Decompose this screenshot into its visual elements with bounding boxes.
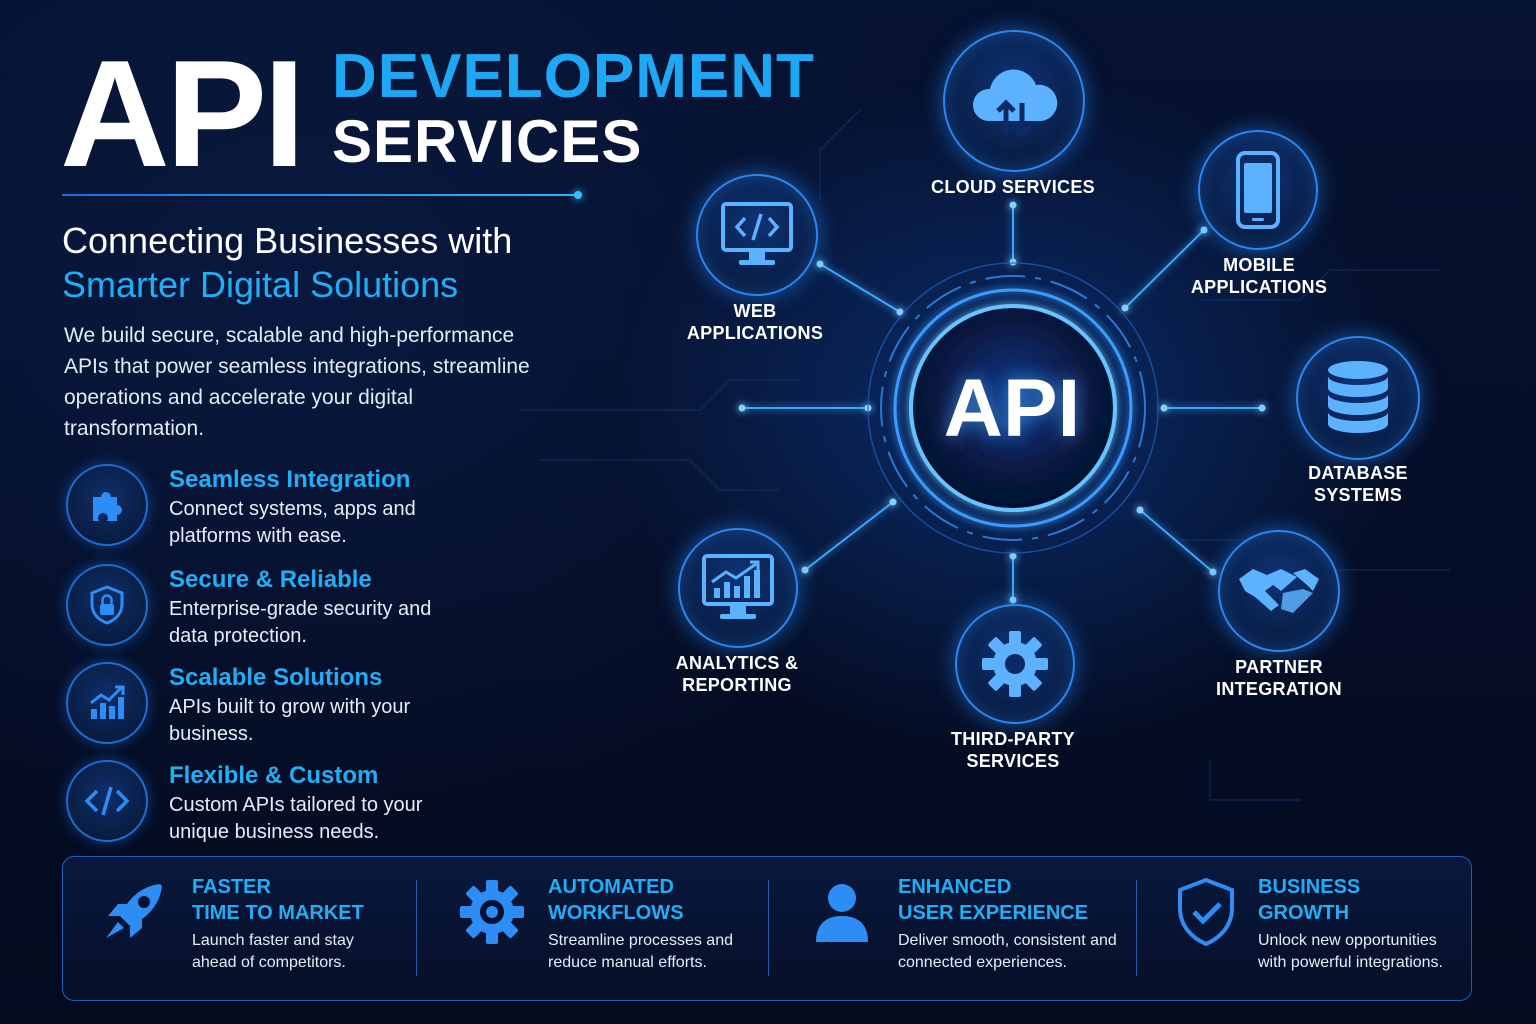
gear-icon <box>460 880 524 944</box>
node-label-database-systems: DATABASE SYSTEMS <box>1308 463 1408 505</box>
title-api: API <box>60 29 305 199</box>
benefit-description: Unlock new opportunities with powerful i… <box>1258 932 1443 971</box>
connector-nodes <box>738 201 1266 604</box>
node-label-mobile-applications: MOBILE APPLICATIONS <box>1190 255 1328 297</box>
node-partner-integration <box>1218 530 1340 652</box>
feature-secure-reliable: Secure & Reliable Enterprise-grade secur… <box>66 564 506 656</box>
node-cloud-services <box>943 30 1085 172</box>
benefit-faster-time-to-market: FASTER TIME TO MARKET Launch faster and … <box>98 870 398 995</box>
shield-lock-icon <box>66 564 148 646</box>
node-web-applications <box>696 174 818 296</box>
title-divider <box>62 194 576 196</box>
intro-paragraph: We build secure, scalable and high-perfo… <box>64 324 530 440</box>
benefit-divider <box>416 880 417 976</box>
database-icon <box>1328 361 1388 433</box>
feature-title: Flexible & Custom <box>169 762 379 789</box>
circuit-traces <box>520 109 1450 801</box>
benefit-description: Streamline processes and reduce manual e… <box>548 932 733 971</box>
node-label-cloud-services: CLOUD SERVICES <box>931 177 1095 197</box>
benefit-title: FASTER TIME TO MARKET <box>192 876 364 924</box>
analytics-monitor-icon <box>702 554 774 619</box>
benefit-automated-workflows: AUTOMATED WORKFLOWS Streamline processes… <box>456 870 756 995</box>
feature-description: APIs built to grow with your business. <box>169 696 411 745</box>
node-label-third-party-services: THIRD-PARTY SERVICES <box>951 729 1075 771</box>
node-database-systems <box>1296 336 1420 460</box>
benefit-title: ENHANCED USER EXPERIENCE <box>898 876 1089 924</box>
benefit-title: AUTOMATED WORKFLOWS <box>548 876 684 924</box>
title-divider-dot <box>574 191 582 199</box>
benefit-enhanced-user-experience: ENHANCED USER EXPERIENCE Deliver smooth,… <box>806 870 1126 995</box>
benefit-description: Launch faster and stay ahead of competit… <box>192 932 354 971</box>
handshake-icon <box>1239 569 1319 613</box>
user-icon <box>816 884 868 942</box>
title-services: SERVICES <box>332 108 643 175</box>
node-third-party-services <box>955 604 1075 724</box>
benefit-divider <box>768 880 769 976</box>
feature-flexible-custom: Flexible & Custom Custom APIs tailored t… <box>66 760 506 852</box>
feature-title: Seamless Integration <box>169 466 411 493</box>
code-monitor-icon <box>721 202 793 265</box>
node-analytics-reporting <box>678 528 798 648</box>
api-core-rings <box>867 262 1159 554</box>
feature-seamless-integration: Seamless Integration Connect systems, ap… <box>66 464 506 556</box>
gear-icon <box>982 631 1048 697</box>
feature-title: Secure & Reliable <box>169 566 372 593</box>
feature-title: Scalable Solutions <box>169 664 383 691</box>
subtitle-line-2: Smarter Digital Solutions <box>62 264 459 305</box>
puzzle-icon <box>66 464 148 546</box>
feature-description: Enterprise-grade security and data prote… <box>169 598 432 647</box>
rocket-icon <box>106 884 162 938</box>
growth-chart-icon <box>66 662 148 744</box>
api-core-label: API <box>943 363 1081 454</box>
title-development: DEVELOPMENT <box>332 42 815 111</box>
shield-check-icon <box>1178 877 1234 947</box>
benefits-panel <box>62 856 1472 1001</box>
node-label-analytics-reporting: ANALYTICS & REPORTING <box>675 653 799 695</box>
benefit-business-growth: BUSINESS GROWTH Unlock new opportunities… <box>1170 870 1466 995</box>
hub-connectors <box>742 205 1262 600</box>
feature-scalable-solutions: Scalable Solutions APIs built to grow wi… <box>66 662 506 754</box>
node-label-partner-integration: PARTNER INTEGRATION <box>1216 657 1342 699</box>
node-mobile-applications <box>1198 130 1318 250</box>
cloud-sync-icon <box>972 69 1058 139</box>
feature-description: Custom APIs tailored to your unique busi… <box>169 794 423 843</box>
feature-description: Connect systems, apps and platforms with… <box>169 498 416 547</box>
code-icon <box>66 760 148 842</box>
benefit-divider <box>1136 880 1137 976</box>
benefit-title: BUSINESS GROWTH <box>1258 876 1361 924</box>
subtitle-line-1: Connecting Businesses with <box>62 220 513 261</box>
benefit-description: Deliver smooth, consistent and connected… <box>898 932 1117 971</box>
smartphone-icon <box>1236 151 1280 229</box>
node-label-web-applications: WEB APPLICATIONS <box>686 301 824 343</box>
